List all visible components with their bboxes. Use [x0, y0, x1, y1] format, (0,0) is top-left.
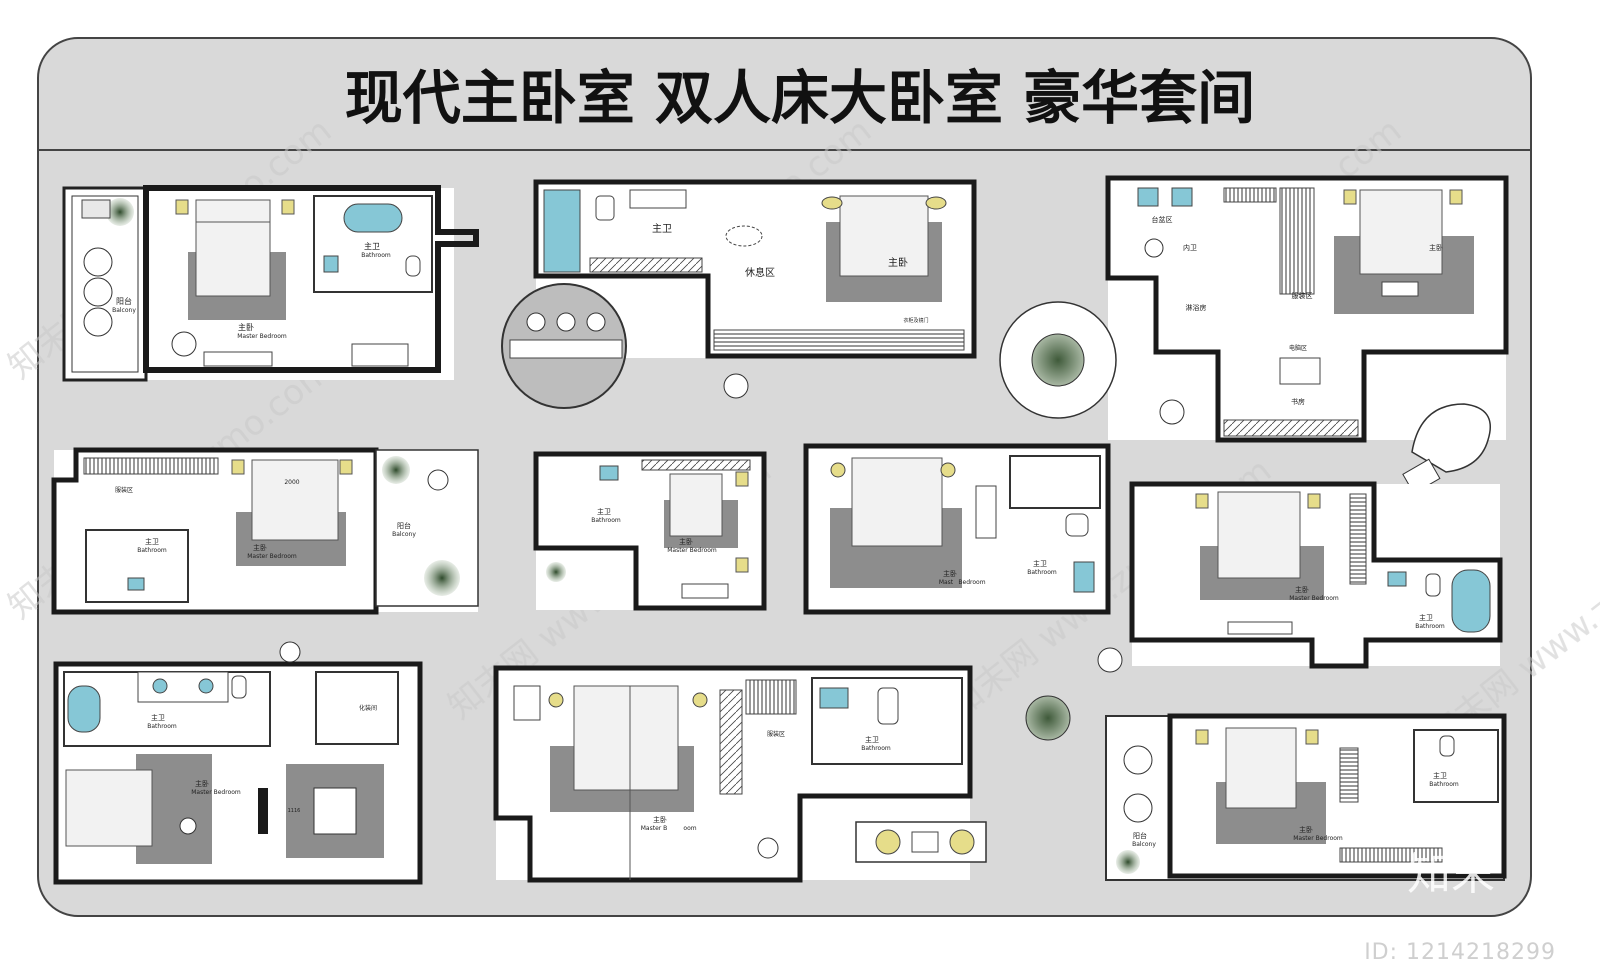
p1-bedroom-en: Master Bedroom — [237, 333, 287, 340]
plan-4: 2000 服装区 主卫 Bathroom 主卧 Master Bedroom 阳… — [51, 447, 479, 615]
p1-balcony-en: Balcony — [112, 307, 136, 314]
p10-bath-en: Bathroom — [1429, 781, 1459, 788]
plan-10: 阳台 Balcony 主卧 Master Bedroom 主卫 Bathroom — [1105, 713, 1507, 881]
p3-laundry-label: 台盆区 — [1152, 215, 1173, 224]
p9-bedroom-en2: oom — [683, 825, 696, 832]
p10-bath-label: 主卫 — [1433, 771, 1447, 780]
p8-bath-label: 主卫 — [151, 713, 165, 722]
p10-bedroom-en: Master Bedroom — [1293, 835, 1343, 842]
plan-5: 主卫 Bathroom 主卧 Master Bedroom — [533, 451, 767, 611]
p7-bath-label: 主卫 — [1419, 613, 1433, 622]
p7-bedroom-label: 主卧 — [1295, 585, 1309, 594]
p5-bedroom-en: Master Bedroom — [667, 547, 717, 554]
p8-bedroom-en: Master Bedroom — [191, 789, 241, 796]
plan-8: 主卫 Bathroom 主卧 Master Bedroom 化装间 1116 — [53, 641, 423, 885]
plan-6: 主卧 Mast Bedroom 主卫 Bathroom — [803, 443, 1111, 615]
p7-bath-en: Bathroom — [1415, 623, 1445, 630]
p9-closet-label: 服装区 — [767, 730, 785, 738]
p10-bedroom-label: 主卧 — [1299, 825, 1313, 834]
p4-bedroom-label: 主卧 — [253, 543, 267, 552]
p9-bath-label: 主卫 — [865, 735, 879, 744]
p2-note-label: 衣柜及镜门 — [903, 317, 928, 324]
p4-dim-label: 2000 — [284, 479, 299, 486]
p9-bath-en: Bathroom — [861, 745, 891, 752]
p1-bedroom-label: 主卧 — [238, 322, 254, 332]
p6-bedroom-label: 主卧 — [943, 569, 957, 578]
plan-1: 主卧 Master Bedroom 主卫 Bathroom 阳台 Balcony — [62, 185, 479, 382]
p3-closet-label: 服装区 — [1292, 291, 1313, 300]
page-title: 现代主卧室 双人床大卧室 豪华套间 — [345, 64, 1255, 132]
p8-dress-label: 化装间 — [359, 704, 377, 712]
round-side-table — [1025, 695, 1071, 741]
image-id-label: ID: 1214218299 — [1364, 940, 1556, 965]
p4-bath-en: Bathroom — [137, 547, 167, 554]
p3-wc-label: 内卫 — [1183, 243, 1197, 252]
p4-bath-label: 主卫 — [145, 537, 159, 546]
p9-bedroom-en: Master B — [641, 825, 668, 832]
p3-shower-label: 淋浴房 — [1186, 303, 1207, 312]
p6-bedroom-en2: Bedroom — [958, 579, 985, 586]
p1-bath-en: Bathroom — [361, 252, 391, 259]
p5-bedroom-label: 主卧 — [679, 537, 693, 546]
p3-bedroom-label: 主卧 — [1429, 243, 1443, 252]
grand-piano — [1411, 403, 1491, 473]
brand-logo: 知末 — [1407, 849, 1495, 900]
p2-bedroom-label: 主卧 — [888, 256, 908, 269]
p5-bath-en: Bathroom — [591, 517, 621, 524]
p1-balcony-label: 阳台 — [116, 296, 132, 306]
plan-7: 主卧 Master Bedroom 主卫 Bathroom — [1097, 481, 1503, 673]
p6-bath-label: 主卫 — [1033, 559, 1047, 568]
p3-study-label: 书房 — [1291, 397, 1305, 406]
p4-balcony-en: Balcony — [392, 531, 416, 538]
p6-bath-en: Bathroom — [1027, 569, 1057, 576]
p4-closet-label: 服装区 — [115, 486, 133, 494]
p3-studydesk-label: 电脑区 — [1289, 344, 1307, 352]
p2-lounge-label: 休息区 — [745, 266, 775, 279]
p4-bedroom-en: Master Bedroom — [247, 553, 297, 560]
plan-9: 服装区 主卫 Bathroom 主卧 Master B oom — [493, 665, 1071, 883]
p6-bedroom-en: Mast — [939, 579, 954, 586]
p9-bedroom-label: 主卧 — [653, 815, 667, 824]
p7-bedroom-en: Master Bedroom — [1289, 595, 1339, 602]
p10-balcony-label: 阳台 — [1133, 831, 1147, 840]
p5-bath-label: 主卫 — [597, 507, 611, 516]
p8-bath-en: Bathroom — [147, 723, 177, 730]
plan-3: 主卧 台盆区 内卫 淋浴房 服装区 电脑区 书房 — [999, 175, 1509, 495]
plan-2: 主卫 主卧 休息区 衣柜及镜门 — [501, 179, 977, 409]
p10-balcony-en: Balcony — [1132, 841, 1156, 848]
p2-bath-label: 主卫 — [652, 223, 672, 235]
p1-bath-label: 主卫 — [364, 241, 380, 251]
p8-dim-label: 1116 — [288, 808, 301, 814]
p4-balcony-label: 阳台 — [397, 521, 411, 530]
p8-bedroom-label: 主卧 — [195, 779, 209, 788]
